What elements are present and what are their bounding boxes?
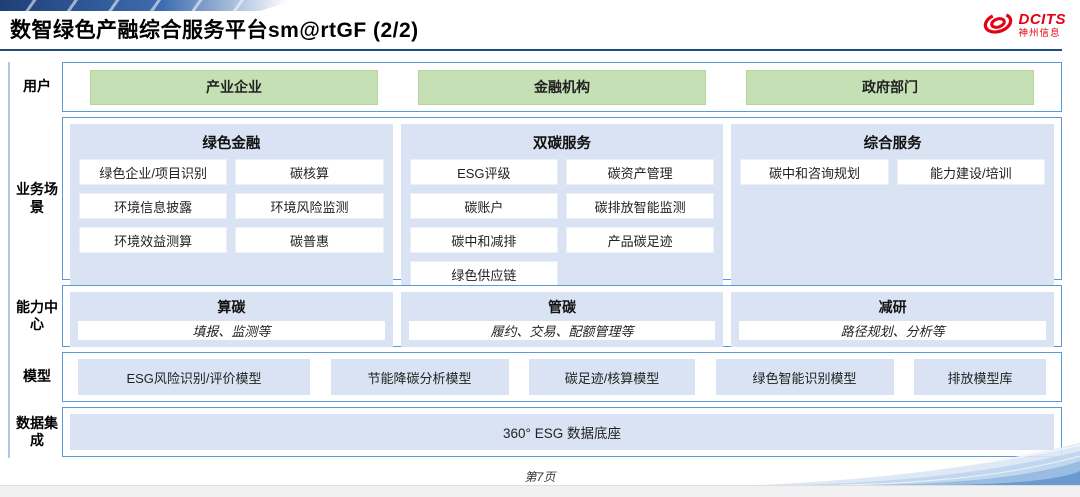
esg-data-base: 360° ESG 数据底座	[70, 414, 1054, 450]
scenarios-container: 绿色金融 绿色企业/项目识别 碳核算 环境信息披露 环境风险监测 环境效益测算 …	[62, 117, 1062, 295]
panel-comprehensive: 综合服务 碳中和咨询规划 能力建设/培训	[731, 124, 1054, 295]
capabilities-container: 算碳 填报、监测等 管碳 履约、交易、配额管理等 减研 路径规划、分析等	[62, 285, 1062, 347]
model-chip: 节能降碳分析模型	[330, 359, 509, 395]
scenario-card: 产品碳足迹	[565, 227, 715, 253]
logo-text: DCITS 神州信息	[1019, 12, 1067, 39]
users-grid: 产业企业 金融机构 政府部门	[70, 69, 1054, 105]
slide-header: 数智绿色产融综合服务平台sm@rtGF (2/2) DCITS 神州信息	[0, 0, 1080, 52]
dcits-swirl-icon	[981, 8, 1015, 43]
user-type-industry: 产业企业	[89, 69, 379, 105]
title-underline	[0, 49, 1062, 51]
capability-desc: 填报、监测等	[78, 321, 385, 340]
panel-title: 双碳服务	[532, 136, 591, 152]
capabilities-row-label: 能力中心	[16, 298, 58, 333]
capability-desc: 路径规划、分析等	[739, 321, 1046, 340]
scenario-card: 环境风险监测	[235, 193, 384, 219]
bottom-gray-band	[0, 485, 1080, 497]
scenario-card: ESG评级	[409, 159, 558, 185]
capability-reduce-research: 减研 路径规划、分析等	[731, 292, 1054, 347]
models-container: ESG风险识别/评价模型 节能降碳分析模型 碳足迹/核算模型 绿色智能识别模型 …	[62, 352, 1062, 402]
capability-title: 管碳	[547, 299, 576, 315]
user-type-government: 政府部门	[745, 69, 1035, 105]
capability-title: 算碳	[217, 299, 246, 315]
page-title: 数智绿色产融综合服务平台sm@rtGF (2/2)	[10, 19, 419, 42]
data-row-label: 数据集成	[16, 414, 58, 449]
capability-calc-carbon: 算碳 填报、监测等	[70, 292, 393, 347]
capabilities-grid: 算碳 填报、监测等 管碳 履约、交易、配额管理等 减研 路径规划、分析等	[70, 292, 1054, 347]
card-grid: 碳中和咨询规划 能力建设/培训	[740, 159, 1045, 185]
logo-brand: DCITS	[1018, 11, 1066, 29]
scenario-card: 环境信息披露	[79, 193, 228, 219]
models-grid: ESG风险识别/评价模型 节能降碳分析模型 碳足迹/核算模型 绿色智能识别模型 …	[70, 359, 1054, 395]
scenario-card: 绿色企业/项目识别	[79, 159, 228, 185]
capability-title: 减研	[878, 299, 907, 315]
logo-subtitle: 神州信息	[1018, 28, 1061, 40]
left-accent-line	[8, 62, 10, 458]
capability-desc: 履约、交易、配额管理等	[408, 321, 716, 340]
model-chip: 排放模型库	[914, 359, 1046, 395]
scenario-card: 碳资产管理	[565, 159, 715, 185]
scenario-card: 碳账户	[409, 193, 558, 219]
top-decorative-swoosh	[0, 0, 295, 11]
card-grid: 绿色企业/项目识别 碳核算 环境信息披露 环境风险监测 环境效益测算 碳普惠	[79, 159, 384, 253]
card-grid: ESG评级 碳资产管理 碳账户 碳排放智能监测 碳中和减排 产品碳足迹 绿色供应…	[409, 159, 715, 287]
scenario-card: 环境效益测算	[79, 227, 228, 253]
model-chip: 碳足迹/核算模型	[529, 359, 695, 395]
scenarios-row-label: 业务场景	[16, 181, 58, 215]
panel-green-finance: 绿色金融 绿色企业/项目识别 碳核算 环境信息披露 环境风险监测 环境效益测算 …	[70, 124, 393, 295]
scenarios-grid: 绿色金融 绿色企业/项目识别 碳核算 环境信息披露 环境风险监测 环境效益测算 …	[70, 124, 1054, 295]
user-type-financial: 金融机构	[417, 69, 707, 105]
models-row: 模型 ESG风险识别/评价模型 节能降碳分析模型 碳足迹/核算模型 绿色智能识别…	[12, 352, 1062, 402]
data-row: 数据集成 360° ESG 数据底座	[12, 407, 1062, 457]
models-row-label: 模型	[23, 368, 51, 385]
architecture-diagram: 用户 产业企业 金融机构 政府部门 业务场景 绿色金融 绿色企业/项目识别 碳核…	[12, 62, 1062, 462]
users-row-label: 用户	[23, 78, 51, 95]
scenario-card: 碳普惠	[235, 227, 384, 253]
scenario-card: 碳排放智能监测	[565, 193, 715, 219]
panel-title: 综合服务	[863, 136, 922, 152]
capabilities-row: 能力中心 算碳 填报、监测等 管碳 履约、交易、配额管理等 减研 路径规划、分析…	[12, 285, 1062, 347]
panel-dual-carbon: 双碳服务 ESG评级 碳资产管理 碳账户 碳排放智能监测 碳中和减排 产品碳足迹…	[400, 124, 724, 295]
scenario-card: 碳中和减排	[409, 227, 558, 253]
scenarios-row: 业务场景 绿色金融 绿色企业/项目识别 碳核算 环境信息披露 环境风险监测 环境…	[12, 117, 1062, 295]
scenario-card: 碳中和咨询规划	[740, 159, 889, 185]
scenario-card: 能力建设/培训	[896, 159, 1045, 185]
users-container: 产业企业 金融机构 政府部门	[62, 62, 1062, 112]
data-container: 360° ESG 数据底座	[62, 407, 1062, 457]
page-number: 第7页	[524, 470, 556, 484]
company-logo: DCITS 神州信息	[981, 8, 1067, 43]
scenario-card: 碳核算	[235, 159, 384, 185]
users-row: 用户 产业企业 金融机构 政府部门	[12, 62, 1062, 112]
capability-manage-carbon: 管碳 履约、交易、配额管理等	[400, 292, 724, 347]
model-chip: 绿色智能识别模型	[715, 359, 894, 395]
scenario-card: 绿色供应链	[409, 261, 558, 287]
model-chip: ESG风险识别/评价模型	[78, 359, 310, 395]
panel-title: 绿色金融	[202, 136, 261, 152]
